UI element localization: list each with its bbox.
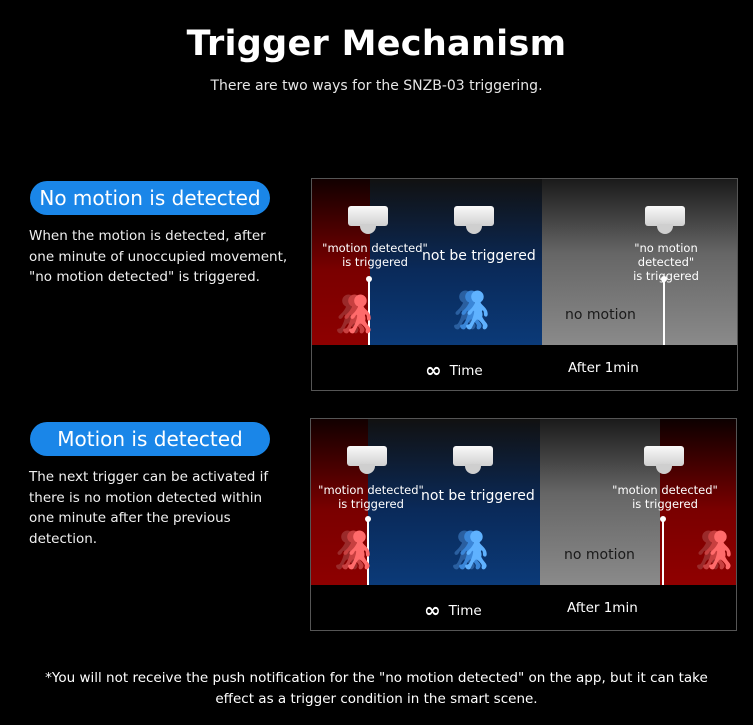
section-description: When the motion is detected, after one m… xyxy=(29,228,288,285)
motion-sensor-icon xyxy=(645,206,685,236)
footnote: *You will not receive the push notificat… xyxy=(45,670,708,707)
motion-sensor-icon xyxy=(454,206,494,236)
motion-sensor-icon xyxy=(347,446,387,476)
after-1min-label: After 1min xyxy=(568,360,639,376)
no-motion-label: no motion xyxy=(565,307,636,323)
infinity-icon: ∞ xyxy=(424,598,441,622)
section-description: The next trigger can be activated if the… xyxy=(29,469,269,547)
no-motion-zone xyxy=(540,419,660,585)
walking-person-icon: 🚶︎ xyxy=(453,288,502,332)
not-triggered-label: not be triggered xyxy=(421,488,535,504)
walking-person-icon: 🚶︎ xyxy=(696,531,736,569)
trigger-label-left: "motion detected" is triggered xyxy=(318,483,424,511)
motion-sensor-icon xyxy=(453,446,493,476)
time-label: ∞Time xyxy=(424,598,482,622)
trigger-label-left: "motion detected" is triggered xyxy=(322,241,428,269)
section-pill-no-motion: No motion is detected xyxy=(30,181,270,215)
trigger-marker xyxy=(660,516,666,585)
trigger-marker xyxy=(661,276,667,345)
walking-person-icon: 🚶︎ xyxy=(452,528,501,572)
after-1min-label: After 1min xyxy=(567,600,638,616)
infinity-icon: ∞ xyxy=(425,358,442,382)
no-motion-zone xyxy=(542,179,737,345)
diagram-panel-motion: "motion detected" is triggered not be tr… xyxy=(310,418,737,631)
trigger-marker xyxy=(366,276,372,345)
walking-person-icon: 🚶︎ xyxy=(335,528,384,572)
diagram-panel-no-motion: "motion detected" is triggered not be tr… xyxy=(311,178,738,391)
no-motion-label: no motion xyxy=(564,547,635,563)
not-triggered-label: not be triggered xyxy=(422,248,536,264)
section-pill-motion: Motion is detected xyxy=(30,422,270,456)
trigger-label-right: "motion detected" is triggered xyxy=(612,483,718,511)
motion-sensor-icon xyxy=(644,446,684,476)
time-label: ∞Time xyxy=(425,358,483,382)
walking-person-icon: 🚶︎ xyxy=(336,292,385,336)
page-subtitle: There are two ways for the SNZB-03 trigg… xyxy=(210,78,543,94)
trigger-marker xyxy=(365,516,371,585)
motion-sensor-icon xyxy=(348,206,388,236)
page-title: Trigger Mechanism xyxy=(186,24,567,64)
